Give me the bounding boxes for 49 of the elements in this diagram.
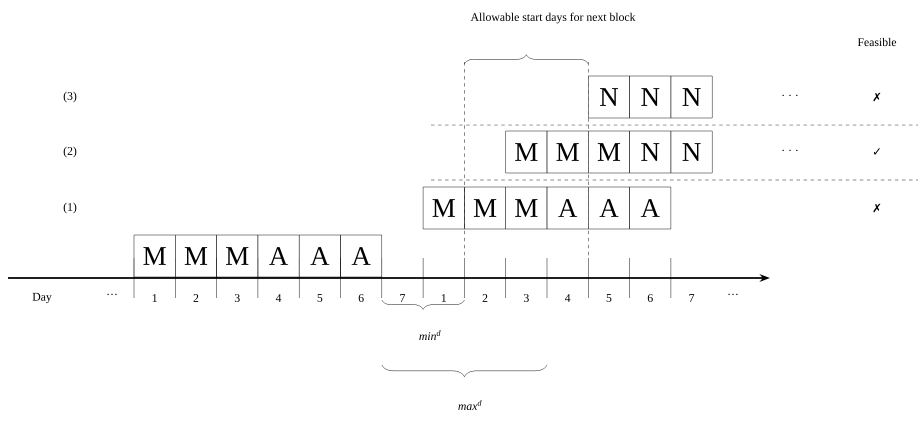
shift-box: N: [588, 76, 630, 118]
shift-box: M: [588, 130, 630, 174]
cross-mark: ✗: [873, 204, 880, 212]
shift-box: A: [298, 234, 341, 278]
shift-box: M: [505, 186, 548, 230]
shift-box: M: [464, 186, 506, 230]
shift-box: M: [134, 234, 176, 278]
day-number: 4: [276, 294, 282, 302]
shift-box: N: [670, 130, 712, 174]
day-number: 7: [400, 294, 406, 302]
brace-label: min$^{d}$: [419, 330, 441, 340]
brace-label: max$^{d}$: [458, 400, 482, 410]
day-number: 3: [234, 294, 240, 302]
day-number: 6: [648, 294, 653, 302]
shift-box: A: [340, 234, 382, 278]
shift-box: A: [258, 234, 300, 278]
shift-box: A: [588, 186, 630, 230]
cross-mark: ✗: [873, 92, 880, 102]
shift-box: M: [422, 186, 465, 230]
day-number: 5: [318, 294, 322, 302]
brace-label: Allowable start days for next block: [470, 12, 636, 24]
day-number: 1: [442, 294, 446, 302]
row-label: (2): [64, 146, 76, 158]
row-label: (3): [64, 92, 76, 102]
day-number: 6: [358, 294, 364, 302]
row-label: (1): [64, 202, 76, 214]
shift-box: A: [629, 186, 672, 230]
axis-label: Day: [32, 292, 52, 304]
day-number: 3: [524, 294, 529, 302]
ellipsis: · · ·: [782, 150, 798, 152]
day-number: 7: [689, 294, 694, 302]
column-heading: Feasible: [858, 38, 896, 46]
shift-box: N: [670, 76, 712, 118]
shift-box: M: [546, 130, 589, 174]
shift-box: M: [505, 130, 548, 174]
day-number: 4: [564, 294, 570, 302]
ellipsis: · · ·: [782, 94, 798, 96]
shift-box: A: [546, 186, 589, 230]
day-number: 5: [606, 294, 612, 302]
shift-box: N: [629, 130, 672, 174]
shift-box: M: [175, 234, 217, 278]
check-mark: ✓: [874, 148, 880, 155]
day-number: 1: [152, 294, 157, 302]
day-number: 2: [482, 294, 488, 302]
ellipsis: ···: [107, 294, 117, 296]
shift-box: M: [216, 234, 258, 278]
ellipsis: ···: [728, 294, 738, 296]
shift-box: N: [629, 76, 672, 118]
day-number: 2: [194, 294, 198, 302]
